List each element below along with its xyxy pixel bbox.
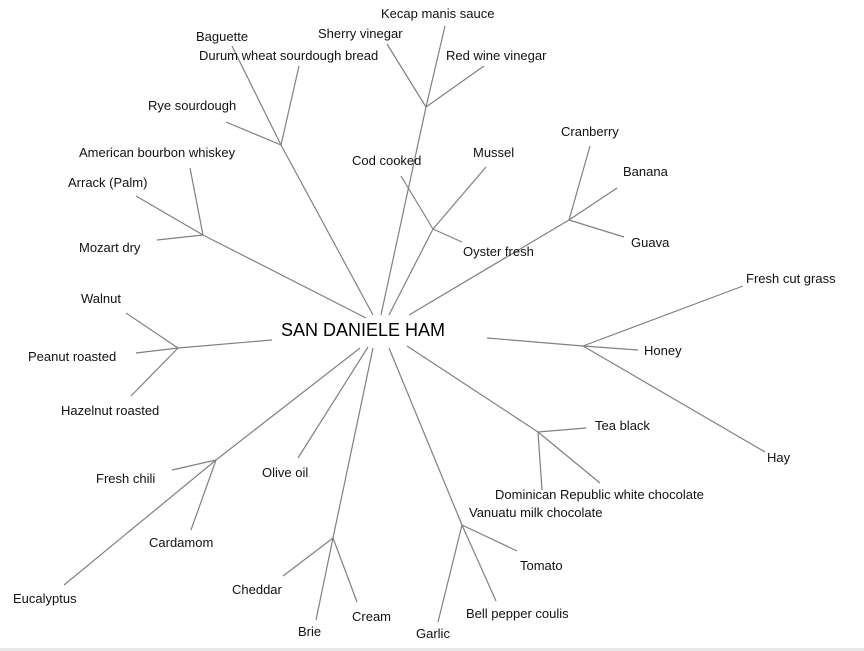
edge [582,285,744,347]
leaf-label: Fresh cut grass [746,271,836,286]
edge [280,65,300,146]
edge [386,43,427,108]
bottom-border [0,648,864,651]
edge [437,524,463,623]
leaf-label: Mussel [473,145,515,160]
leaf-label: Cream [352,609,392,624]
leaf-label: Sherry vinegar [318,26,403,41]
edge [190,459,217,531]
leaf-label: Guava [631,235,670,250]
leaf-label: Oyster fresh [463,244,534,259]
edge [388,347,463,526]
leaf-label: Tea black [595,418,650,433]
root-node-label: SAN DANIELE HAM [281,320,446,340]
leaf-label: Mozart dry [79,240,141,255]
edge [425,65,485,108]
edge [380,106,427,316]
leaf-label: Durum wheat sourdough bread [199,48,379,63]
leaf-label: Hay [767,450,791,465]
edge [486,337,584,347]
leaf-label: Fresh chili [96,471,156,486]
edge [537,431,601,484]
edge [282,537,334,577]
leaf-label: Cod cooked [352,153,422,168]
leaf-label: Red wine vinegar [446,48,547,63]
leaf-label: Garlic [416,626,450,641]
edge [171,459,217,471]
leaf-label: Hazelnut roasted [61,403,160,418]
leaf-label: Baguette [196,29,249,44]
leaf-label: Vanuatu milk chocolate [469,505,603,520]
leaf-label: Arrack (Palm) [68,175,148,190]
edge [388,228,434,316]
edge [156,234,204,241]
edge [125,312,179,349]
edge [332,537,358,603]
edge [582,345,766,453]
leaf-label: Banana [623,164,668,179]
edge [537,431,543,491]
edge [225,121,282,146]
edge [432,228,463,243]
edge [406,345,539,433]
edge [568,219,625,238]
leaf-label: Dominican Republic white chocolate [495,487,704,502]
leaf-label: Bell pepper coulis [466,606,569,621]
edge [461,524,518,552]
leaf-label: American bourbon whiskey [79,145,236,160]
edge [135,347,179,354]
edge [432,166,487,230]
leaf-label: Rye sourdough [148,98,237,113]
edge [189,167,204,236]
leaf-label: Tomato [520,558,563,573]
leaf-label: Cranberry [561,124,619,139]
edge [568,145,591,221]
edge [231,45,282,146]
edge [537,427,587,433]
edge [425,25,446,108]
edge [332,347,374,539]
leaf-label: Walnut [81,291,121,306]
leaf-label: Kecap manis sauce [381,6,495,21]
edge [400,175,434,230]
edge [177,339,273,349]
edge [130,347,179,397]
leaf-label: Eucalyptus [13,591,77,606]
edge [408,219,570,316]
edge [135,195,204,236]
edge [280,144,374,316]
leaf-label: Olive oil [262,465,309,480]
edge [582,345,639,351]
edge [63,459,217,586]
edge [297,346,369,459]
leaf-label: Cardamom [149,535,214,550]
edge [215,347,361,461]
edge [315,537,334,621]
leaf-label: Peanut roasted [28,349,117,364]
edge [461,524,497,602]
leaf-label: Brie [298,624,322,639]
leaf-label: Honey [644,343,682,358]
leaf-label: Cheddar [232,582,282,597]
edge [202,234,367,319]
edge [568,187,618,221]
